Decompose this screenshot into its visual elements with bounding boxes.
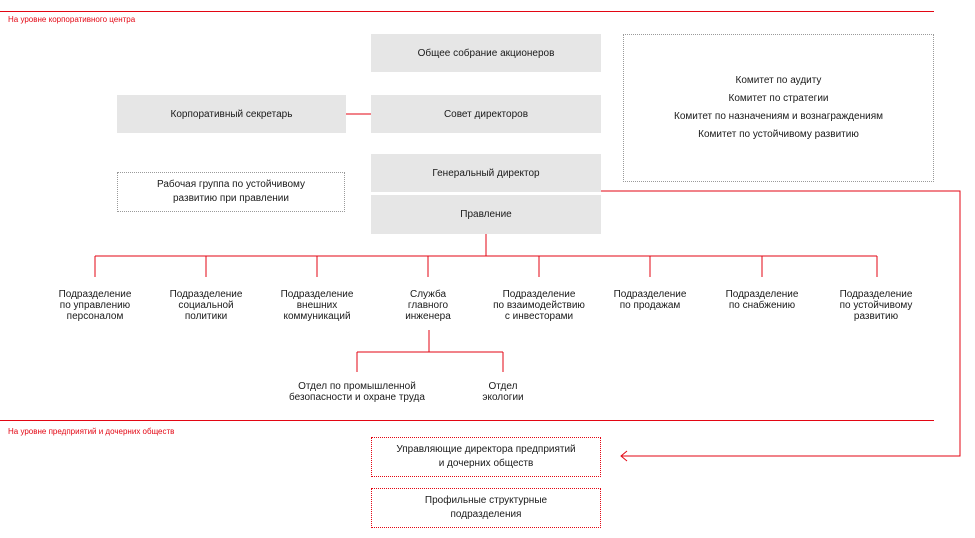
ceo-label: Генеральный директор <box>432 167 540 179</box>
shareholders-box: Общее собрание акционеров <box>371 34 601 72</box>
committee-item: Комитет по аудиту <box>735 75 822 86</box>
committee-item: Комитет по назначениям и вознаграждениям <box>674 111 883 122</box>
profile-units-box: Профильные структурные подразделения <box>371 488 601 528</box>
department-social-policy: Подразделение социальной политики <box>169 289 243 322</box>
unit-ecology: Отдел экологии <box>482 381 524 403</box>
committees-box: Комитет по аудиту Комитет по стратегии К… <box>623 34 934 182</box>
committee-item: Комитет по стратегии <box>728 93 829 104</box>
ceo-enterprise-connector <box>600 190 961 457</box>
managing-directors-box: Управляющие директора предприятий и доче… <box>371 437 601 477</box>
section-divider-top <box>0 11 934 12</box>
department-investor-relations: Подразделение по взаимодействию с инвест… <box>493 289 585 322</box>
department-sustainability: Подразделение по устойчивому развитию <box>839 289 913 322</box>
working-group-box: Рабочая группа по устойчивому развитию п… <box>117 172 345 212</box>
management-board-label: Правление <box>460 209 512 220</box>
department-hr: Подразделение по управлению персоналом <box>58 289 132 322</box>
board-box: Совет директоров <box>371 95 601 133</box>
department-chief-engineer: Служба главного инженера <box>405 289 451 322</box>
committee-item: Комитет по устойчивому развитию <box>698 129 859 140</box>
department-sales: Подразделение по продажам <box>613 289 687 311</box>
working-group-label: Рабочая группа по устойчивому развитию п… <box>156 179 305 204</box>
shareholders-label: Общее собрание акционеров <box>417 47 555 59</box>
management-board-box: Правление <box>371 195 601 234</box>
managing-directors-label: Управляющие директора предприятий и доче… <box>396 444 576 469</box>
profile-units-label: Профильные структурные подразделения <box>424 495 548 520</box>
department-procurement: Подразделение по снабжению <box>725 289 799 311</box>
ceo-box: Генеральный директор <box>371 154 601 192</box>
board-label: Совет директоров <box>443 108 529 120</box>
arrow-head-icon <box>620 450 628 462</box>
section-label-enterprises: На уровне предприятий и дочерних обществ <box>8 427 175 436</box>
section-label-corporate: На уровне корпоративного центра <box>8 15 136 24</box>
unit-industrial-safety: Отдел по промышленной безопасности и охр… <box>289 381 425 403</box>
secretary-box: Корпоративный секретарь <box>117 95 346 133</box>
secretary-label: Корпоративный секретарь <box>170 108 293 120</box>
section-divider-bottom <box>0 420 934 421</box>
department-external-communications: Подразделение внешних коммуникаций <box>280 289 354 322</box>
